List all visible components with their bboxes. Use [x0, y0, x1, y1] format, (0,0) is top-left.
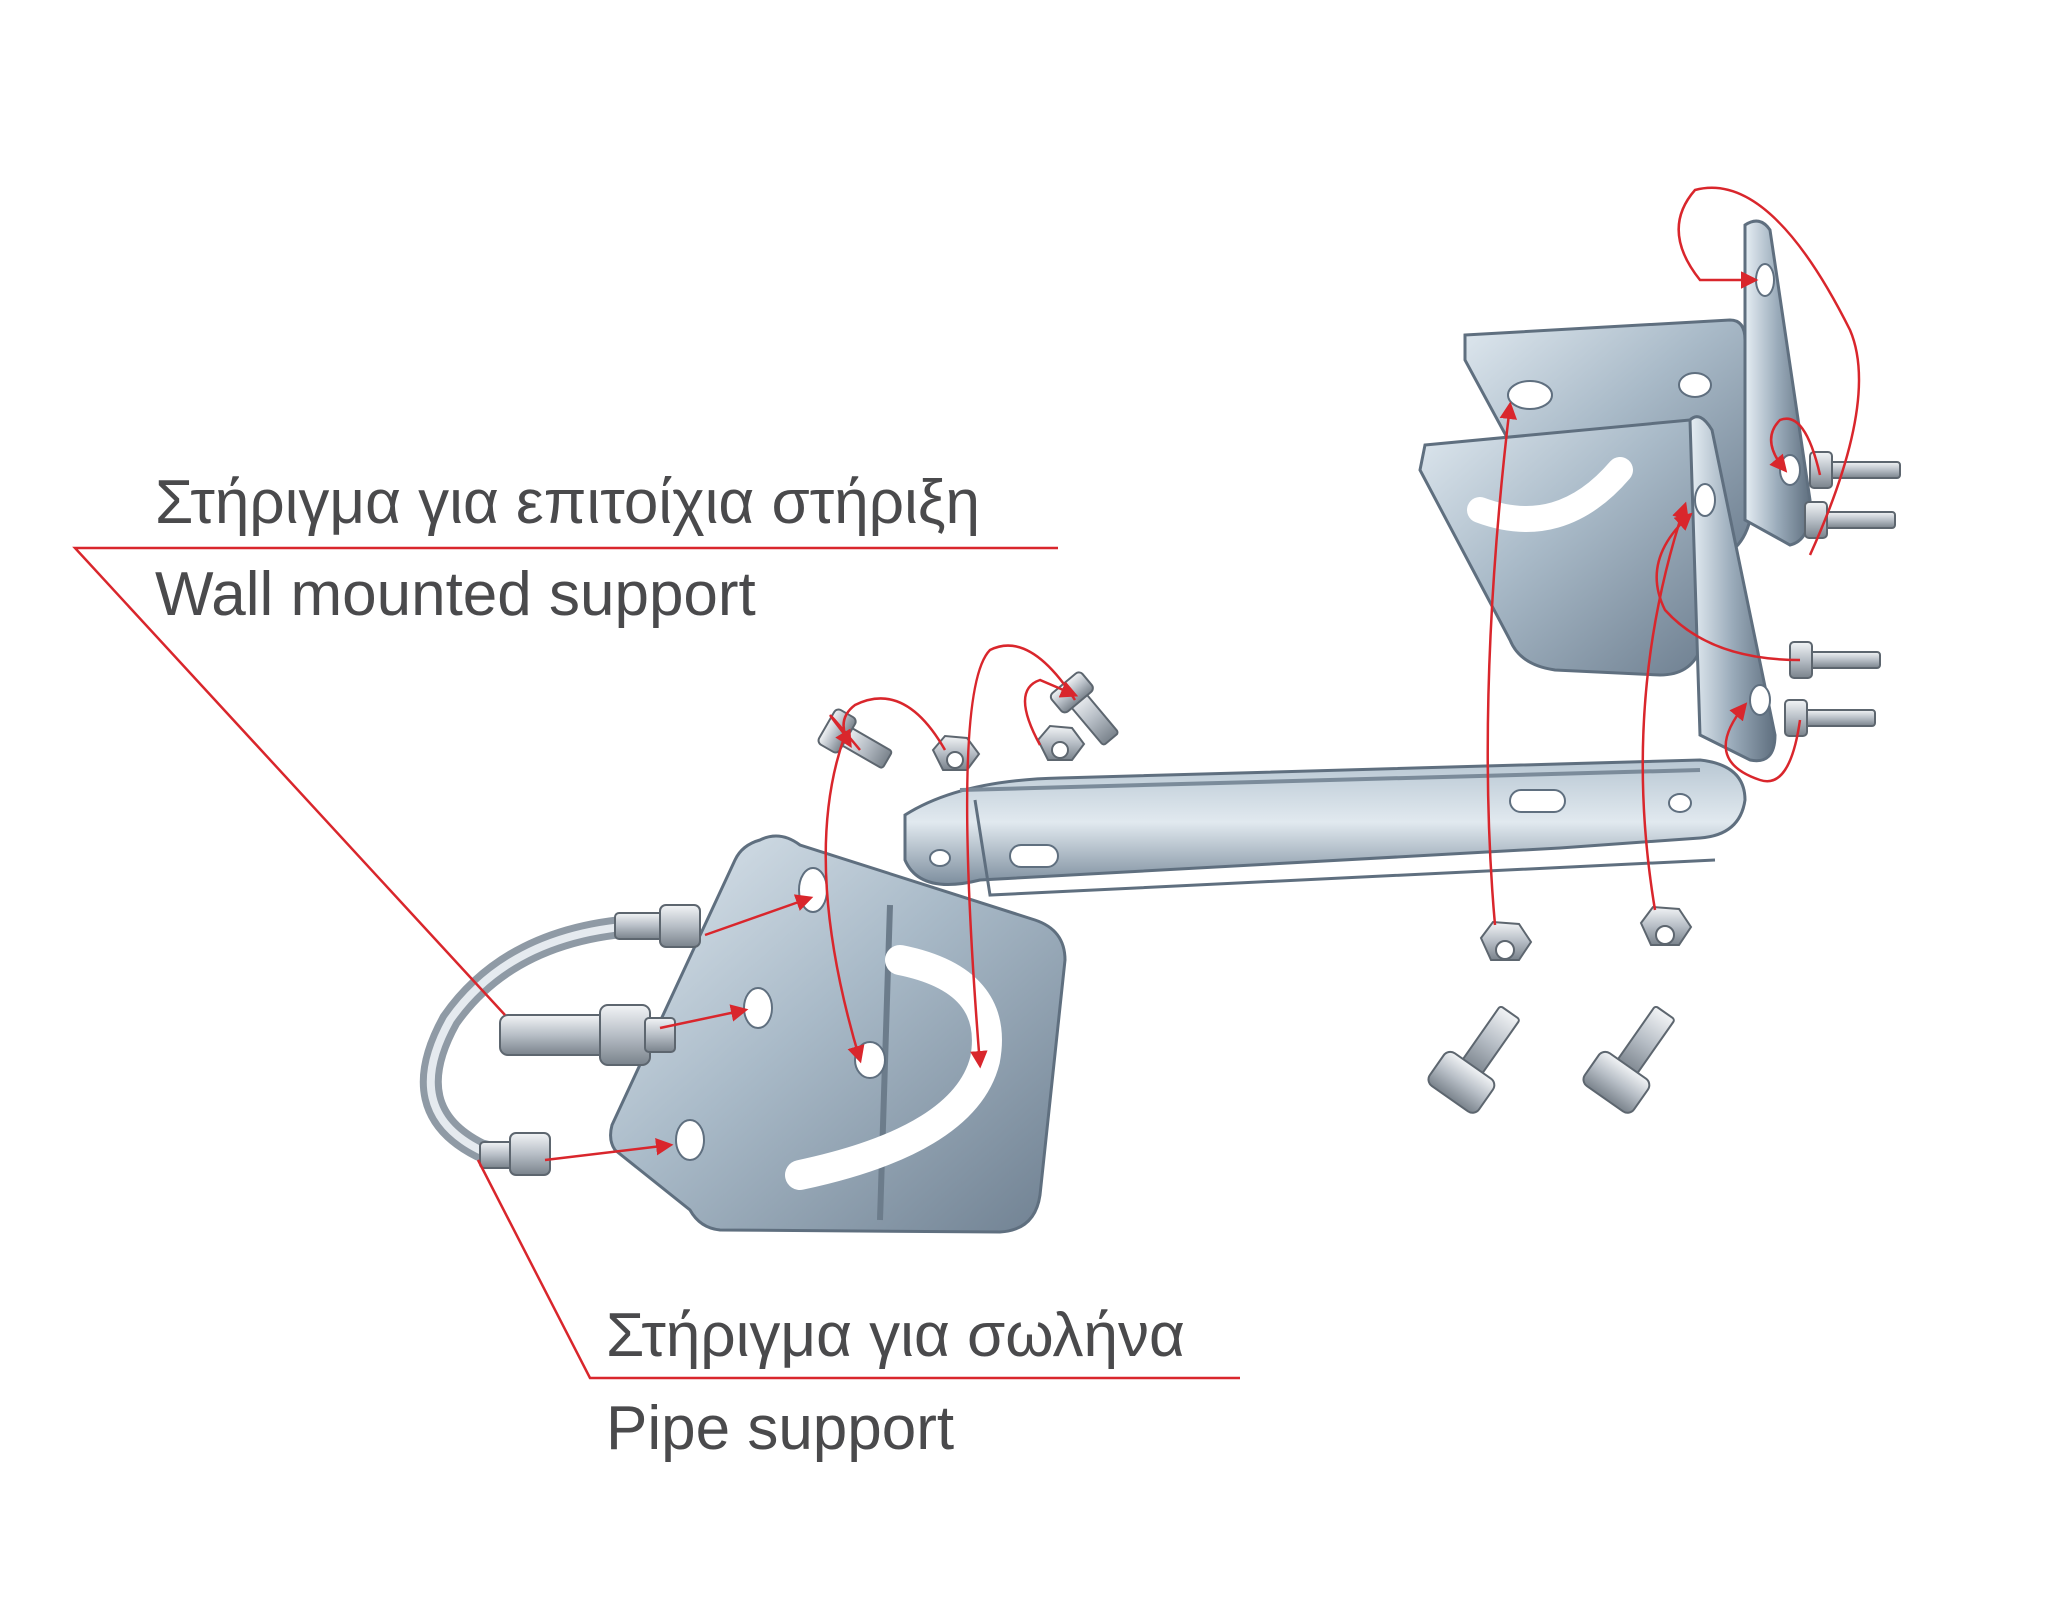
plate-hole-top	[798, 867, 828, 913]
nut-bottom	[509, 1132, 551, 1176]
plate-hole-mid	[743, 987, 773, 1029]
arm-slot-right	[1509, 789, 1566, 813]
pipe-support-label-english: Pipe support	[606, 1394, 955, 1463]
callout-wall	[72, 546, 1058, 1016]
nut-top	[659, 904, 701, 948]
pipe-callout-line	[476, 1159, 1240, 1380]
support-arm	[903, 758, 1747, 897]
callout-pipe	[476, 1159, 1240, 1380]
plate-hole-bottom	[675, 1119, 705, 1161]
bolt-group-arm-left	[817, 671, 1119, 771]
arm-slot-left	[1009, 844, 1059, 868]
arm-hole-left	[929, 849, 951, 867]
u-bolt	[419, 904, 701, 1176]
wall-callout-line	[72, 546, 1058, 1016]
wall-support-label-english: Wall mounted support	[155, 560, 756, 629]
wall-support-label-greek: Στήριγμα για επιτοίχια στήριξη	[155, 468, 980, 537]
wall-bracket	[1418, 219, 1812, 763]
arm-hole-right	[1668, 793, 1692, 813]
assembly-arrows	[544, 186, 1861, 1162]
bolt-group-bottom	[1427, 905, 1693, 1114]
pipe-pin	[499, 1004, 676, 1066]
pipe-support-label-greek: Στήριγμα για σωλήνα	[606, 1301, 1185, 1370]
